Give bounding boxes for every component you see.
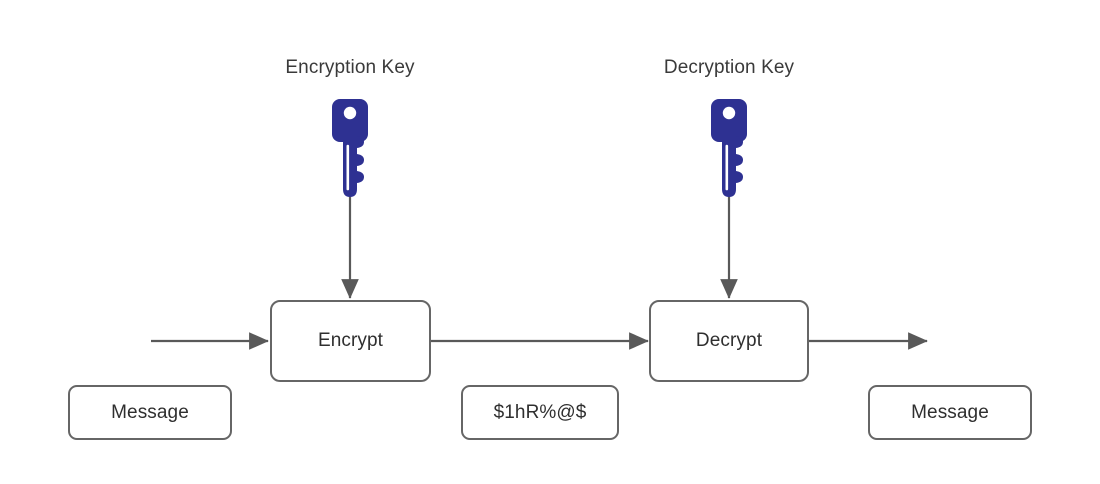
plaintext-input-node[interactable]: Message	[68, 385, 232, 440]
plaintext-output-node[interactable]: Message	[868, 385, 1032, 440]
encryption-key-label: Encryption Key	[285, 57, 415, 78]
decrypt-node[interactable]: Decrypt	[649, 300, 809, 382]
decryption-key-label: Decryption Key	[663, 57, 795, 78]
encrypt-node[interactable]: Encrypt	[270, 300, 431, 382]
key-icon	[332, 99, 368, 197]
key-icon	[711, 99, 747, 197]
ciphertext-node[interactable]: $1hR%@$	[461, 385, 619, 440]
